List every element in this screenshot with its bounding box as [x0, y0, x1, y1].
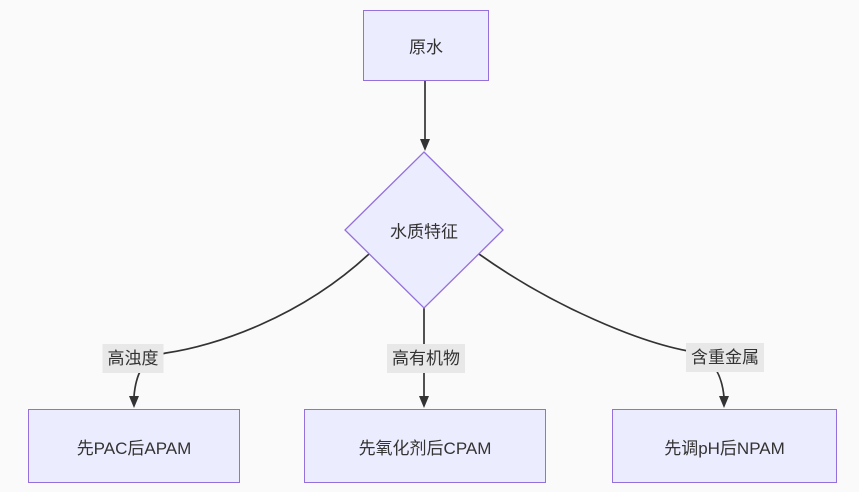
arrowhead-decision — [420, 139, 430, 151]
node-outcome-oxidant-cpam: 先氧化剂后CPAM — [304, 409, 546, 483]
arrowhead-outcome3 — [719, 396, 729, 408]
arrowhead-outcome1 — [129, 396, 139, 408]
decision-diamond-shape — [344, 151, 504, 309]
node-outcome-pac-apam-label: 先PAC后APAM — [76, 438, 192, 458]
node-raw-water-label: 原水 — [409, 38, 443, 57]
node-outcome-ph-npam: 先调pH后NPAM — [612, 409, 837, 483]
node-raw-water: 原水 — [363, 10, 489, 81]
edge-label-heavy-metals: 含重金属 — [686, 343, 764, 372]
node-outcome-pac-apam: 先PAC后APAM — [28, 409, 240, 483]
node-outcome-ph-npam-label: 先调pH后NPAM — [664, 438, 785, 458]
node-outcome-oxidant-cpam-label: 先氧化剂后CPAM — [358, 438, 492, 458]
edge-decision-to-outcome1 — [133, 253, 370, 397]
edge-label-high-organics: 高有机物 — [387, 344, 465, 373]
edge-decision-to-outcome3 — [478, 253, 725, 398]
edge-label-high-turbidity: 高浊度 — [102, 344, 164, 373]
arrowhead-outcome2 — [419, 396, 429, 408]
node-decision-label: 水质特征 — [390, 222, 458, 242]
